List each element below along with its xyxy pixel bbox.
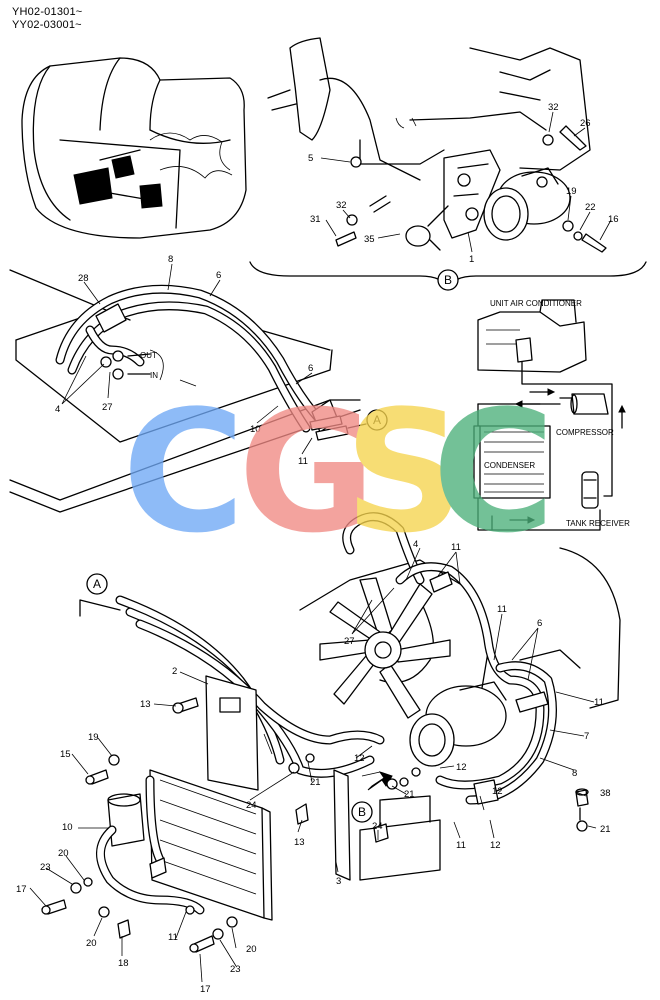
watermark-letter: S: [344, 374, 465, 570]
callout: 23: [40, 862, 51, 873]
callout: 11: [168, 932, 178, 943]
callout: 5: [308, 153, 313, 164]
label-compressor: COMPRESSOR: [556, 428, 614, 437]
callout: 11: [497, 604, 507, 615]
fan: [319, 577, 451, 719]
label-condenser: CONDENSER: [484, 461, 535, 470]
callout: 26: [580, 118, 591, 129]
callout: 15: [60, 749, 71, 760]
serial-range-2: YY02-03001~: [12, 19, 82, 31]
callout: 10: [62, 822, 73, 833]
callout: 12: [492, 786, 503, 797]
callout: 6: [308, 363, 313, 374]
callout: 24: [246, 800, 257, 811]
ref-b-lower: B: [358, 805, 366, 819]
watermark: C G S C: [122, 374, 555, 570]
ref-b-detail: B: [444, 273, 452, 287]
reference-markers: B A A B: [93, 269, 459, 819]
callout: 20: [246, 944, 257, 955]
cab-overview: [21, 57, 247, 239]
callout: 31: [310, 214, 321, 225]
callout: 20: [86, 938, 97, 949]
label-unit-air-conditioner: UNIT AIR CONDITIONER: [490, 299, 582, 308]
lower-engine-assembly: [29, 512, 621, 983]
callout: 12: [354, 753, 365, 764]
callout: 21: [600, 824, 611, 835]
callout: 12: [490, 840, 501, 851]
callout: 21: [404, 789, 415, 800]
callout: 11: [298, 456, 308, 467]
callout: 4: [413, 539, 418, 550]
ac-circuit-schematic: [473, 299, 626, 531]
callout: 1: [469, 254, 474, 265]
callout: 38: [600, 788, 611, 799]
callout: 4: [55, 404, 60, 415]
callout: 3: [336, 876, 341, 887]
ref-a-upper: A: [373, 413, 381, 427]
callout: 19: [88, 732, 99, 743]
callout: 18: [118, 958, 129, 969]
callout: 13: [140, 699, 151, 710]
callout: 13: [294, 837, 305, 848]
watermark-letter: C: [432, 374, 555, 570]
part-callouts: 32 26 5 19 32 22 31 16 35 1 8 6 28 6 27 …: [16, 102, 619, 995]
watermark-letter: C: [122, 374, 245, 570]
callout: 23: [230, 964, 241, 975]
callout: 28: [78, 273, 89, 284]
callout: 16: [608, 214, 619, 225]
callout: 27: [102, 402, 113, 413]
upper-hose-routing: [9, 263, 388, 513]
callout: 11: [594, 697, 604, 708]
callout: 11: [456, 840, 466, 851]
callout: 20: [58, 848, 69, 859]
label-tank-receiver: TANK RECEIVER: [566, 519, 630, 528]
callout: 22: [585, 202, 596, 213]
callout: 17: [200, 984, 211, 995]
label-out: OUT: [140, 351, 157, 360]
callout: 24: [372, 821, 383, 832]
callout: 8: [168, 254, 173, 265]
watermark-letter: G: [238, 374, 376, 570]
ref-a-lower: A: [93, 577, 101, 591]
callout: 17: [16, 884, 27, 895]
callout: 32: [336, 200, 347, 211]
serial-range-1: YH02-01301~: [12, 6, 83, 18]
callout: 10: [250, 424, 261, 435]
callout: 6: [216, 270, 221, 281]
callout: 35: [364, 234, 375, 245]
callout: 27: [344, 636, 355, 647]
callout: 19: [566, 186, 577, 197]
callout: 21: [310, 777, 321, 788]
callout: 2: [172, 666, 177, 677]
callout: 32: [548, 102, 559, 113]
component-labels: UNIT AIR CONDITIONER COMPRESSOR CONDENSE…: [140, 299, 630, 528]
callout: 11: [451, 542, 461, 553]
callout: 12: [456, 762, 467, 773]
callout: 8: [572, 768, 577, 779]
callout: 6: [537, 618, 542, 629]
detail-b-compressor-mount: [249, 37, 647, 291]
callout: 7: [584, 731, 589, 742]
label-in: IN: [150, 371, 158, 380]
